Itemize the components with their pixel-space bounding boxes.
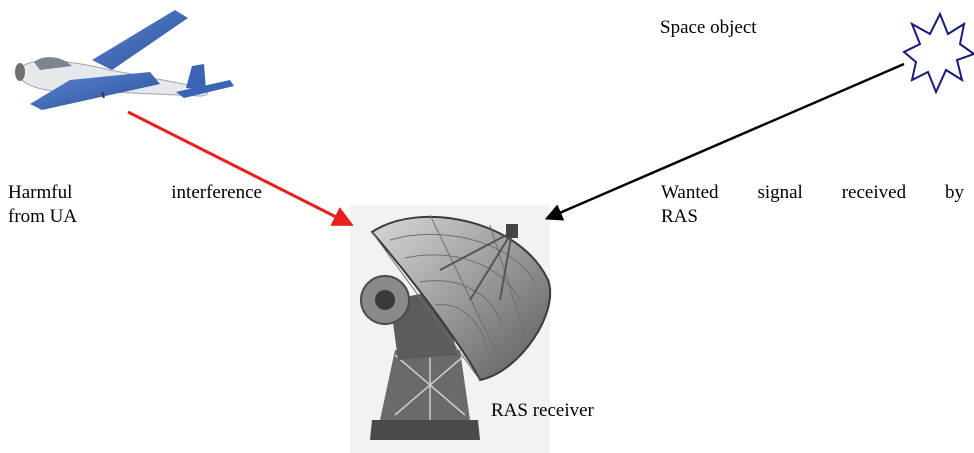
receiver-label: RAS receiver [491, 400, 594, 421]
wanted-signal-label: Wanted signal received by RAS [661, 181, 964, 229]
wanted-signal-arrow [544, 62, 905, 221]
interference-label: Harmful interference from UA [8, 181, 262, 229]
star-burst-icon [902, 11, 974, 95]
interference-arrow [127, 110, 354, 226]
space-object-label: Space object [660, 17, 757, 38]
radio-telescope-icon [350, 205, 552, 453]
interference-label-word: interference [171, 182, 262, 203]
interference-label-line2: from UA [8, 206, 78, 227]
wanted-signal-label-word: by [944, 182, 964, 203]
wanted-signal-label-word: signal [757, 182, 803, 203]
wanted-signal-label-word: Wanted [661, 182, 719, 203]
unmanned-aircraft-icon [15, 10, 234, 110]
wanted-signal-label-word: received [841, 182, 907, 203]
interference-label-word: Harmful [8, 182, 73, 203]
wanted-signal-label-line2: RAS [661, 206, 698, 227]
